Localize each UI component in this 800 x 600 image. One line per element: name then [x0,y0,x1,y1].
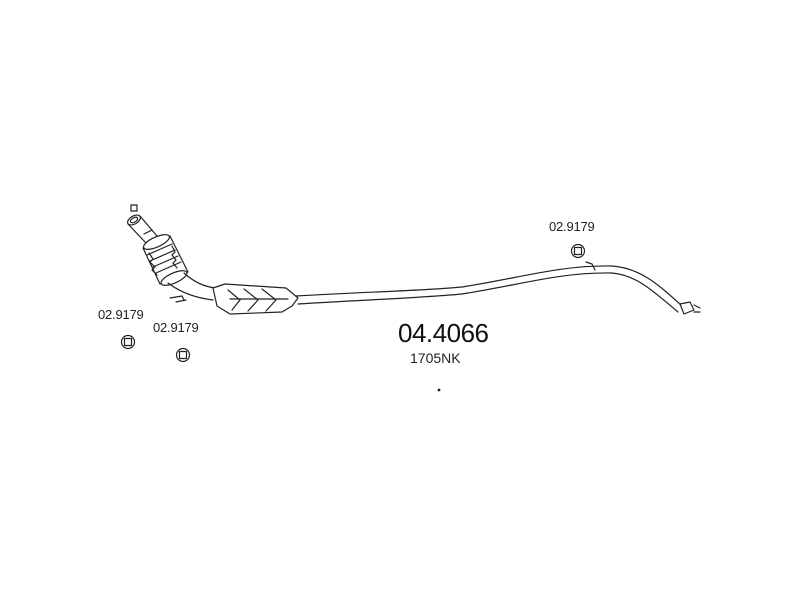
hanger-label-top-right: 02.9179 [549,219,595,234]
hanger-label-left-lower: 02.9179 [153,320,199,335]
hanger-icon [175,347,191,363]
rear-outlet [679,301,701,315]
flex-bellows [142,234,189,286]
oe-number: 1705NK [410,350,461,366]
dot-mark [437,388,441,392]
front-pipe [127,215,158,244]
catalytic-converter [212,283,299,315]
hanger-icon [120,334,136,350]
part-number: 04.4066 [398,318,489,348]
main-pipe [295,265,683,313]
flange-marker [130,204,138,212]
hanger-label-left: 02.9179 [98,307,144,322]
hanger-icon [570,243,596,271]
